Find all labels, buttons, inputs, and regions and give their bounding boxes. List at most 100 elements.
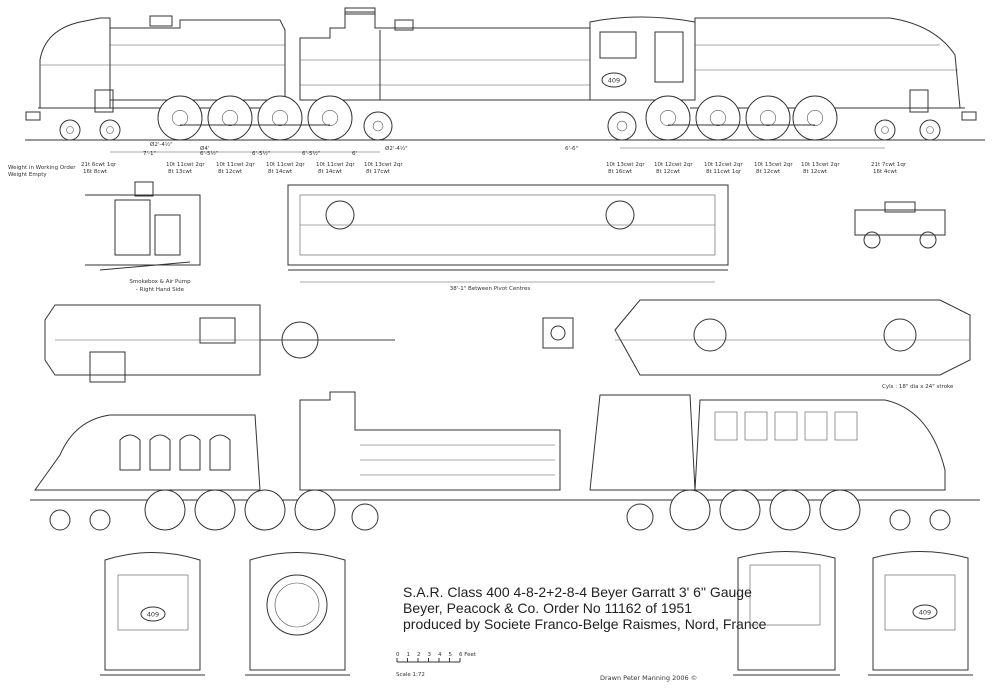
side-elevation: 409 7'-1" 6'-5½" 6'-5½" 6'-5½" 6' 6'-6" … [8,7,985,178]
axle-weight-working: 21t 6cwt 1qr [81,162,117,168]
tank-opening [119,434,141,471]
wheel [144,489,186,531]
wheel-hub [271,110,288,127]
wheel [307,95,353,141]
smokebox-detail: Smokebox & Air Pump - Right Hand Side [85,181,201,293]
smokebox-note-2: - Right Hand Side [136,287,185,293]
cab-number-plate: 409 [608,77,620,85]
wheel [59,119,81,141]
wheel [719,489,761,531]
dim-label: Ø2'-4½" [385,145,408,152]
axle-weight-working: 10t 13cwt 2qr [754,162,793,168]
axle-weight-empty: 8t 12cwt [803,169,828,175]
scale-tick-label: 4 [438,652,442,658]
axle-weight-empty: 16t 4cwt [873,169,898,175]
scale-tick-label: 3 [428,652,432,658]
wheel-hub [222,110,239,127]
wheel [351,503,379,531]
bogie-end-view [854,201,946,249]
axle-weight-empty: 8t 12cwt [756,169,781,175]
wheel [89,509,111,531]
wheel-hub [759,110,776,127]
tank-panel [774,411,798,441]
wheel-hub [106,126,114,134]
wheel-hub [659,110,676,127]
drawn-by-credit: Drawn Peter Manning 2006 © [600,674,697,682]
wheel [49,509,71,531]
wheel-hub [926,126,934,134]
smokebox-end-view [245,552,350,676]
wheel-hub [806,110,823,127]
title-line-3: produced by Societe Franco-Belge Raismes… [403,616,767,632]
wheel-hub [881,126,889,134]
title-block: S.A.R. Class 400 4-8-2+2-8-4 Beyer Garra… [396,584,767,682]
wheel [745,95,791,141]
title-line-2: Beyer, Peacock & Co. Order No 11162 of 1… [403,600,692,616]
wheel [626,503,654,531]
axle-weight-empty: 8t 13cwt [168,169,193,175]
front-unit-plan [44,304,395,383]
wheel-hub [372,120,384,132]
axle-weight-working: 10t 13cwt 2qr [801,162,840,168]
axle-weight-working: 21t 7cwt 1qr [871,162,907,168]
rear-unit-plan: Cyls : 18" dia x 24" stroke [614,299,971,390]
wheel [645,95,691,141]
weight-legend-working: Weight in Working Order [8,165,76,171]
axle-weight-working: 10t 13cwt 2qr [364,162,403,168]
tank-opening [179,434,201,471]
wheel-hub [66,126,74,134]
cab-end-view [733,551,840,676]
axle-weight-empty: 8t 11cwt 1qr [706,169,742,175]
front-end-view: 409 [100,552,205,676]
axle-weight-empty: 8t 14cwt [318,169,343,175]
tank-panel [744,411,768,441]
sectional-elevation [30,391,980,531]
axle-weight-empty: 8t 17cwt [366,169,391,175]
dim-label: 6'-5½" [302,150,320,157]
cylinders-note: Cyls : 18" dia x 24" stroke [882,384,954,390]
tank-panel [834,411,858,441]
wheel [769,489,811,531]
scale-tick-label: 0 [396,652,400,658]
axle-weight-working: 10t 11cwt 2qr [266,162,305,168]
scale-tick-label: 2 [417,652,421,658]
dim-label: 6'-5½" [200,150,218,157]
scale-label: Scale 1:72 [396,672,425,678]
rear-end-view: 409 [868,551,973,676]
wheel-hub [616,120,628,132]
axle-weight-empty: 8t 14cwt [268,169,293,175]
wheel [874,119,896,141]
dim-label: 6'-5½" [252,150,270,157]
end-views: 409 409 [100,551,973,676]
wheel [363,111,393,141]
axle-weight-working: 10t 13cwt 2qr [606,162,645,168]
wheel [919,119,941,141]
valve-detail [542,317,574,349]
dim-label: 6' [352,151,357,157]
dim-label: 7'-1" [143,151,156,157]
axle-weight-empty: 8t 12cwt [218,169,243,175]
title-line-1: S.A.R. Class 400 4-8-2+2-8-4 Beyer Garra… [403,584,752,600]
tank-panel [804,411,828,441]
wheel [157,95,203,141]
tank-panel [714,411,738,441]
wheel [194,489,236,531]
wheel [99,119,121,141]
wheel [669,489,711,531]
scale-tick-label: 6 Feet [459,652,477,658]
wheel [244,489,286,531]
dim-label: 6'-6" [565,146,578,152]
axle-weight-working: 10t 12cwt 2qr [654,162,693,168]
smokebox-note: Smokebox & Air Pump [129,279,191,285]
scale-tick-label: 1 [407,652,411,658]
wheel [607,111,637,141]
wheel [294,489,336,531]
axle-weight-working: 10t 11cwt 2qr [216,162,255,168]
wheel [929,509,951,531]
pivot-dimension: 38'-1" Between Pivot Centres [450,286,531,292]
dim-label: Ø2'-4½" [150,141,173,148]
scale-tick-label: 5 [449,652,453,658]
axle-weight-working: 10t 12cwt 2qr [704,162,743,168]
axle-weight-empty: 16t 8cwt [83,169,108,175]
